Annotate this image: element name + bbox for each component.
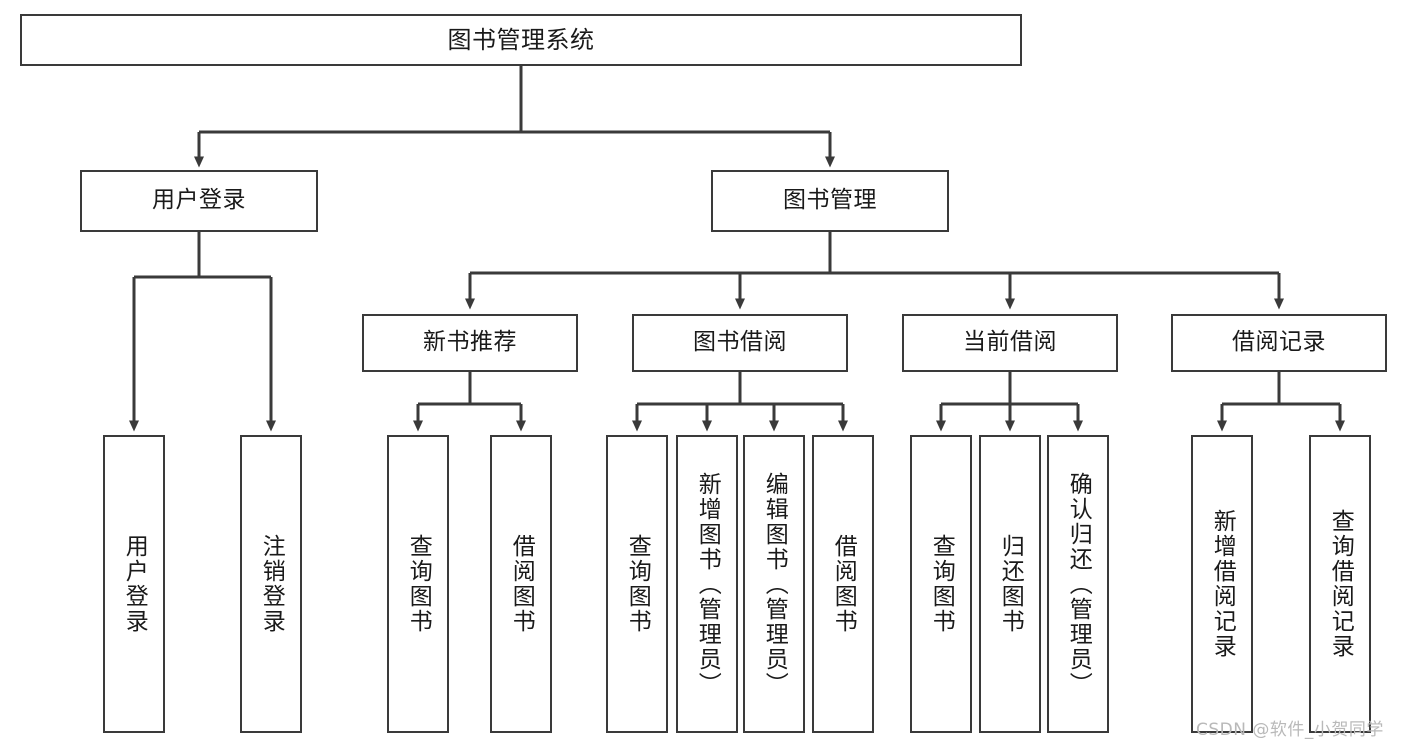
node-book-management[interactable]: 图书管理 — [711, 170, 949, 232]
node-borrow-record[interactable]: 借阅记录 — [1171, 314, 1387, 372]
leaf-query-book-2[interactable]: 查询图书 — [606, 435, 668, 733]
leaf-borrow-book-1[interactable]: 借阅图书 — [490, 435, 552, 733]
node-user-login[interactable]: 用户登录 — [80, 170, 318, 232]
node-label-book-management: 图书管理 — [783, 187, 877, 214]
leaf-return-book[interactable]: 归还图书 — [979, 435, 1041, 733]
leaf-label-confirm-return: 确认归还（管理员） — [1065, 471, 1092, 697]
leaf-confirm-return[interactable]: 确认归还（管理员） — [1047, 435, 1109, 733]
leaf-user-login[interactable]: 用户登录 — [103, 435, 165, 733]
leaf-edit-book[interactable]: 编辑图书（管理员） — [743, 435, 805, 733]
leaf-label-user-login: 用户登录 — [121, 534, 148, 634]
node-label-user-login: 用户登录 — [152, 187, 246, 214]
node-new-book-recommend[interactable]: 新书推荐 — [362, 314, 578, 372]
leaf-add-record[interactable]: 新增借阅记录 — [1191, 435, 1253, 733]
node-label-borrow-record: 借阅记录 — [1232, 329, 1326, 356]
node-label-current-borrow: 当前借阅 — [963, 329, 1057, 356]
leaf-query-book-1[interactable]: 查询图书 — [387, 435, 449, 733]
leaf-label-query-book-1: 查询图书 — [405, 534, 432, 634]
leaf-label-logout-login: 注销登录 — [258, 534, 285, 634]
leaf-borrow-book-2[interactable]: 借阅图书 — [812, 435, 874, 733]
node-label-book-borrow: 图书借阅 — [693, 329, 787, 356]
leaf-label-query-record: 查询借阅记录 — [1327, 509, 1354, 659]
leaf-label-edit-book: 编辑图书（管理员） — [761, 471, 788, 697]
leaf-label-query-book-2: 查询图书 — [624, 534, 651, 634]
leaf-logout-login[interactable]: 注销登录 — [240, 435, 302, 733]
leaf-label-add-book: 新增图书（管理员） — [694, 471, 721, 697]
leaf-label-borrow-book-2: 借阅图书 — [830, 534, 857, 634]
leaf-label-query-book-3: 查询图书 — [928, 534, 955, 634]
node-label-new-book-recommend: 新书推荐 — [423, 329, 517, 356]
node-book-borrow[interactable]: 图书借阅 — [632, 314, 848, 372]
leaf-add-book[interactable]: 新增图书（管理员） — [676, 435, 738, 733]
watermark-text: CSDN @软件_小贺同学 — [1196, 720, 1384, 740]
leaf-query-record[interactable]: 查询借阅记录 — [1309, 435, 1371, 733]
node-label-root: 图书管理系统 — [447, 25, 595, 54]
leaf-query-book-3[interactable]: 查询图书 — [910, 435, 972, 733]
leaf-label-return-book: 归还图书 — [997, 534, 1024, 634]
leaf-label-borrow-book-1: 借阅图书 — [508, 534, 535, 634]
node-current-borrow[interactable]: 当前借阅 — [902, 314, 1118, 372]
leaf-label-add-record: 新增借阅记录 — [1209, 509, 1236, 659]
node-root-book-management-system[interactable]: 图书管理系统 — [20, 14, 1022, 66]
